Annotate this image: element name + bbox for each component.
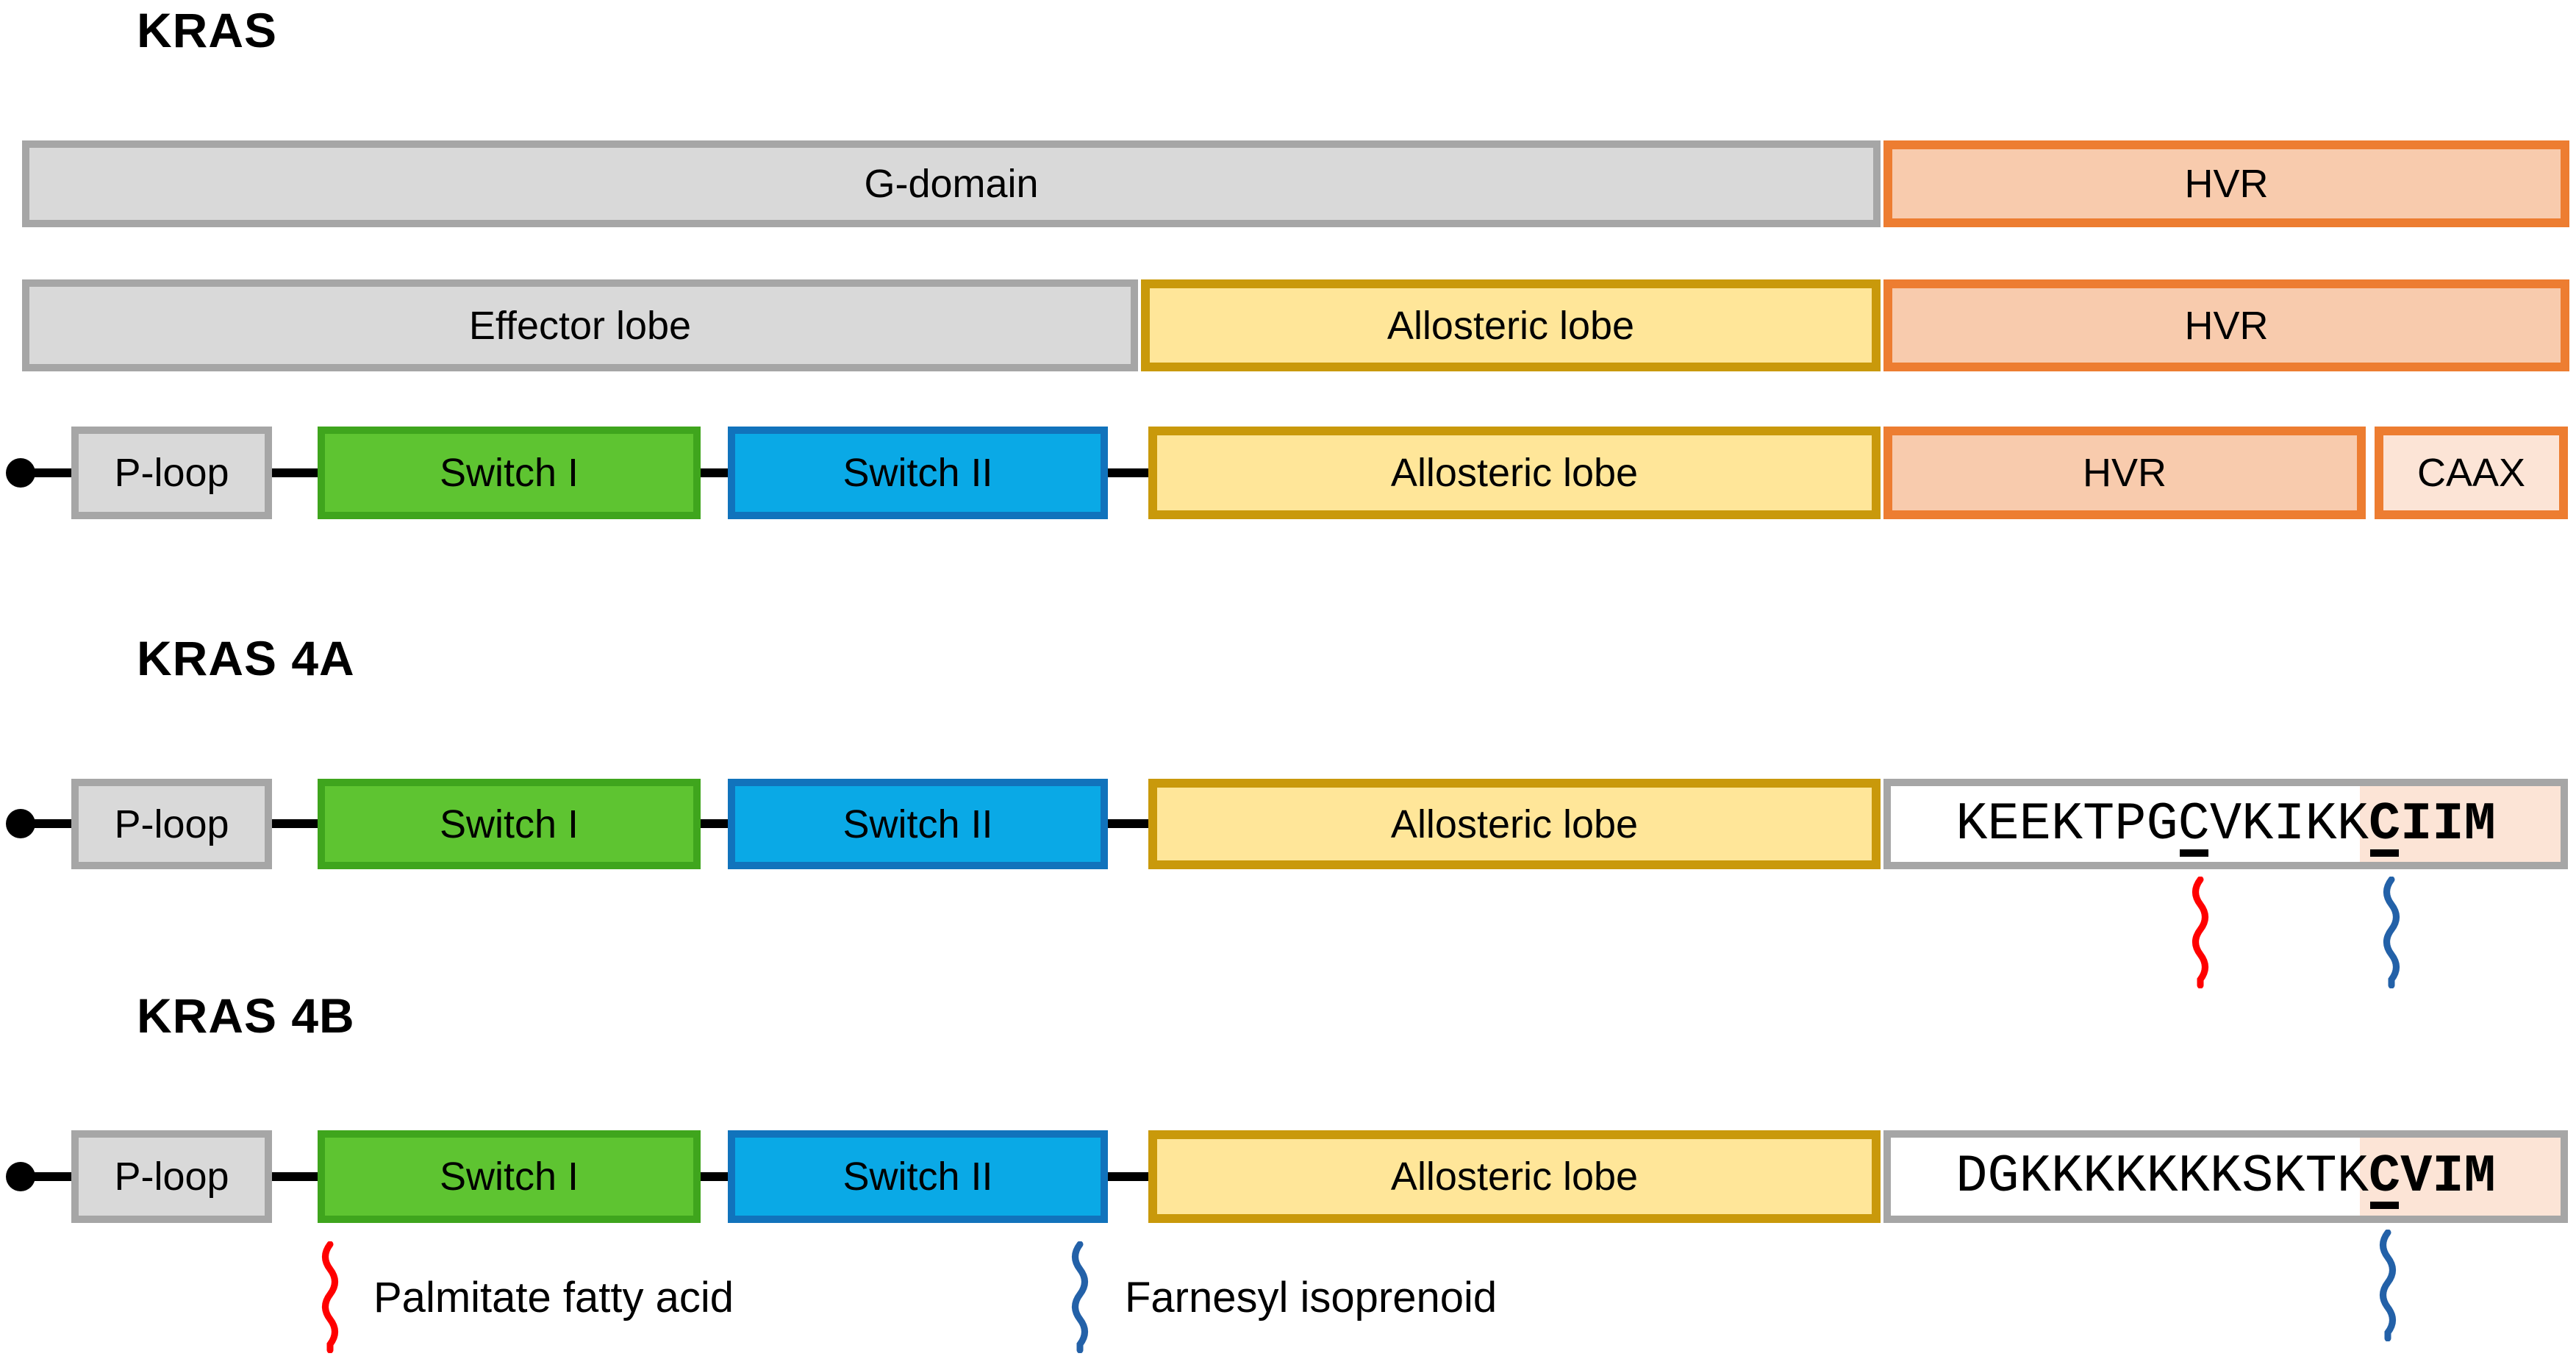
switch1-label: Switch I <box>439 451 579 495</box>
connector <box>21 1172 79 1181</box>
switch2-box-4a: Switch II <box>728 779 1108 869</box>
connector <box>1106 1172 1152 1181</box>
p-loop-box-4a: P-loop <box>71 779 272 869</box>
connector <box>699 468 732 477</box>
switch1-box-row3: Switch I <box>318 427 701 519</box>
farnesyl-squiggle-icon <box>2383 877 2400 988</box>
hvr-label: HVR <box>2184 303 2269 348</box>
connector <box>699 1172 732 1181</box>
connector <box>21 819 79 828</box>
sequence-segment: VIM <box>2400 1146 2496 1207</box>
legend-label-palmitate: Palmitate fatty acid <box>373 1274 734 1321</box>
switch2-label: Switch II <box>842 451 993 495</box>
hvr-box-row2: HVR <box>1883 279 2569 371</box>
allosteric-lobe-box-row3: Allosteric lobe <box>1148 427 1881 519</box>
switch2-box-row3: Switch II <box>728 427 1108 519</box>
p-loop-box-row3: P-loop <box>71 427 272 519</box>
connector <box>271 819 322 828</box>
farnesyl-squiggle-icon <box>1072 1241 1088 1353</box>
hvr-box-row1: HVR <box>1883 140 2569 227</box>
connector <box>1106 819 1152 828</box>
farnesyl-squiggle-icon <box>2380 1230 2396 1341</box>
switch1-label: Switch I <box>439 1155 579 1199</box>
sequence-segment: DGKKKKKKKSKTK <box>1956 1146 2369 1207</box>
allosteric-lobe-label: Allosteric lobe <box>1387 303 1635 348</box>
section-title-kras4a: KRAS 4A <box>137 631 355 685</box>
connector <box>21 468 79 477</box>
palmitate-squiggle-icon <box>2192 877 2208 988</box>
switch1-box-4b: Switch I <box>318 1130 701 1223</box>
sequence-segment: C <box>2368 1146 2401 1209</box>
effector-lobe-label: Effector lobe <box>468 303 692 348</box>
section-title-kras: KRAS <box>137 3 278 57</box>
sequence-segment: KEEKTPG <box>1956 793 2178 855</box>
allosteric-lobe-label: Allosteric lobe <box>1390 1155 1639 1199</box>
p-loop-label: P-loop <box>114 802 229 846</box>
p-loop-label: P-loop <box>114 1155 229 1199</box>
sequence-segment: VKIKK <box>2209 793 2369 855</box>
allosteric-lobe-box-row2: Allosteric lobe <box>1141 279 1881 371</box>
allosteric-lobe-label: Allosteric lobe <box>1390 802 1639 846</box>
sequence-segment: IIM <box>2400 793 2496 855</box>
p-loop-box-4b: P-loop <box>71 1130 272 1223</box>
switch2-label: Switch II <box>842 802 993 846</box>
allosteric-lobe-label: Allosteric lobe <box>1390 451 1639 495</box>
g-domain-box: G-domain <box>22 140 1881 227</box>
connector <box>271 1172 322 1181</box>
switch1-label: Switch I <box>439 802 579 846</box>
connector <box>1106 468 1152 477</box>
sequence-segment: C <box>2368 793 2401 857</box>
connector <box>699 819 732 828</box>
caax-box: CAAX <box>2375 427 2568 519</box>
p-loop-label: P-loop <box>114 451 229 495</box>
sequence-segment: C <box>2178 793 2210 857</box>
caax-label: CAAX <box>2416 451 2526 495</box>
g-domain-label: G-domain <box>864 162 1039 206</box>
switch1-box-4a: Switch I <box>318 779 701 869</box>
switch2-label: Switch II <box>842 1155 993 1199</box>
effector-lobe-box: Effector lobe <box>22 279 1138 371</box>
connector <box>271 468 322 477</box>
palmitate-squiggle-icon <box>322 1241 338 1353</box>
switch2-box-4b: Switch II <box>728 1130 1108 1223</box>
allosteric-lobe-box-4b: Allosteric lobe <box>1148 1130 1881 1223</box>
legend-label-farnesyl: Farnesyl isoprenoid <box>1125 1274 1498 1321</box>
hvr-label: HVR <box>2184 162 2269 206</box>
hvr-label: HVR <box>2082 451 2167 495</box>
allosteric-lobe-box-4a: Allosteric lobe <box>1148 779 1881 869</box>
section-title-kras4b: KRAS 4B <box>137 988 355 1043</box>
hvr-box-row3: HVR <box>1883 427 2366 519</box>
